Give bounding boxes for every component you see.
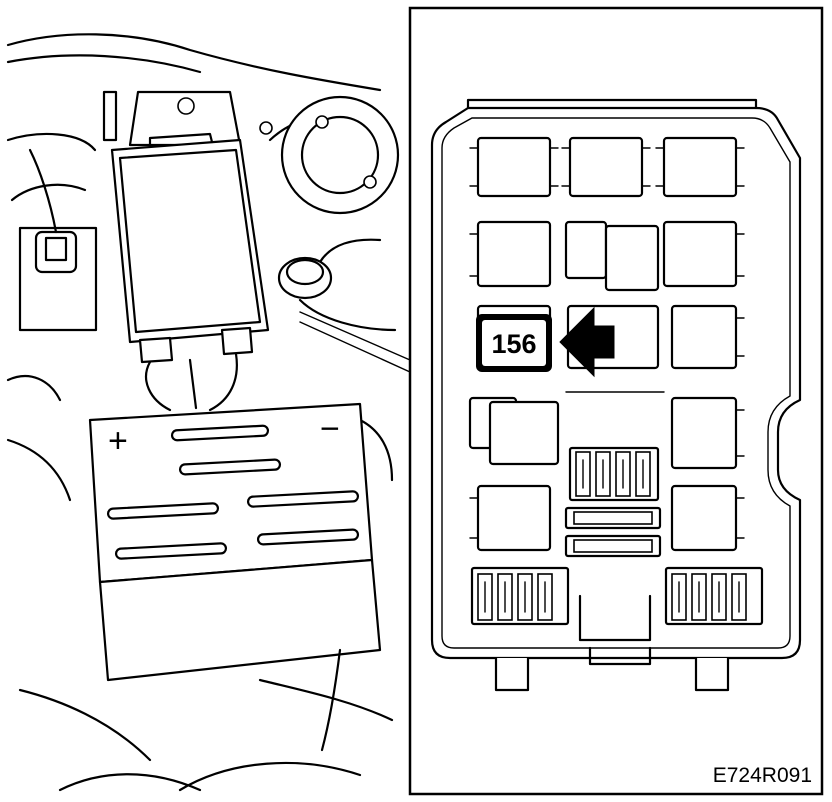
arrow-left-icon [559,306,615,378]
positive-terminal-symbol: + [108,422,128,460]
negative-terminal-symbol: − [320,410,340,448]
battery: + − [88,402,382,682]
callout-156: 156 [476,314,552,372]
fuse-box-detail [430,98,802,692]
leader-line [299,311,411,361]
figure-reference: E724R091 [713,764,812,787]
engine-bay-view: + − [6,33,400,792]
callout-label: 156 [491,329,536,359]
